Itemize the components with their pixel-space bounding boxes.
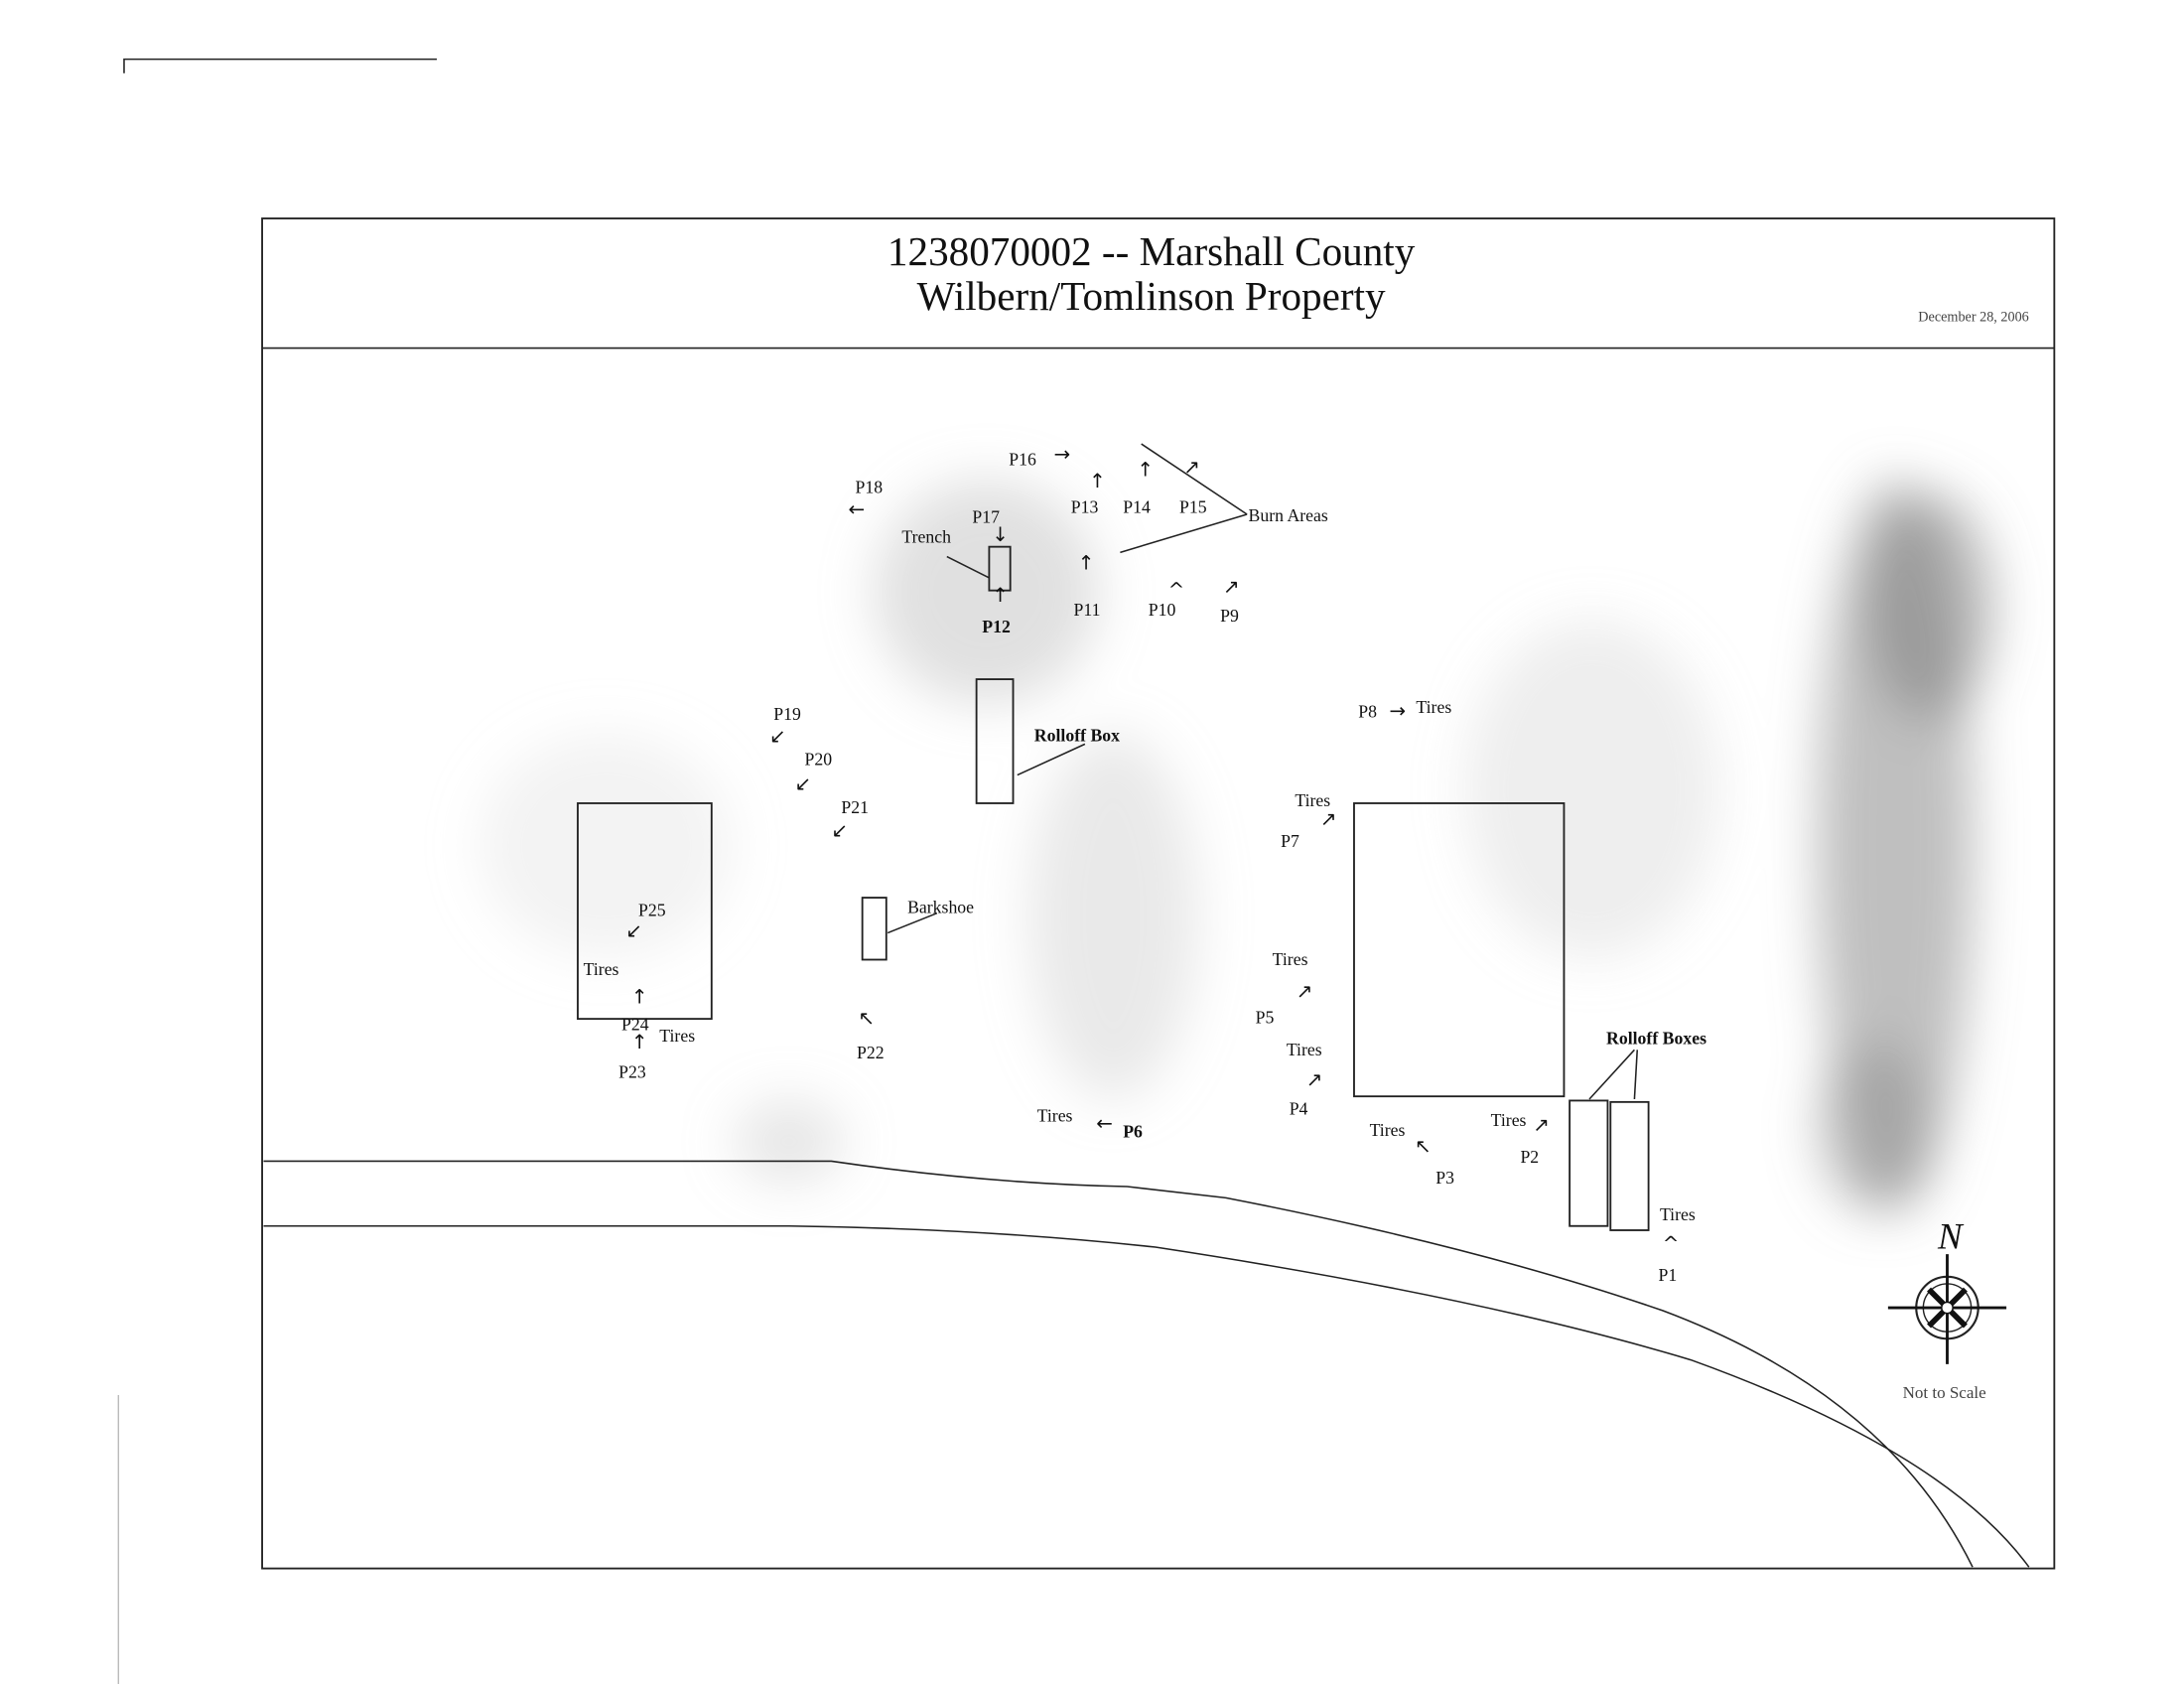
rolloff-boxes-leader (1633, 1050, 1639, 1100)
tires-label: Tires (1037, 1106, 1073, 1126)
north-label: N (1937, 1215, 1965, 1256)
arrow-up-right-icon: ↗ (1223, 576, 1240, 599)
barkshoe-leader (887, 912, 938, 934)
photo-point-label: P9 (1220, 606, 1239, 626)
photo-point-label: P8 (1358, 701, 1377, 721)
arrow-left-icon: ← (848, 497, 865, 520)
photo-points: P16 → P18 ← ↑ P13 ↑ P14 P15 ↗ P17 ↓ ↑ P1… (584, 443, 1696, 1285)
tires-label: Tires (1491, 1110, 1527, 1130)
road-edge-south (263, 1224, 2030, 1568)
arrow-up-icon: ↑ (1078, 551, 1095, 574)
photo-point-label: P14 (1123, 497, 1151, 517)
arrow-up-icon: ^ (1168, 578, 1185, 601)
tires-label: Tires (1370, 1120, 1406, 1140)
rolloff-box-leader (1017, 743, 1086, 776)
photo-point-label: P16 (1009, 449, 1036, 469)
trench-outline (988, 545, 1012, 592)
arrow-down-icon: ↓ (992, 523, 1009, 546)
tires-label: Tires (1660, 1204, 1696, 1224)
arrow-left-icon: ← (1096, 1112, 1113, 1135)
photo-point-label: P7 (1281, 831, 1299, 851)
photo-point-label: P20 (804, 750, 832, 770)
photo-point-label: P12 (982, 617, 1011, 636)
map-title: 1238070002 -- Marshall County (887, 228, 1416, 274)
rolloff-boxes-leader (1588, 1049, 1635, 1100)
compass-rose-icon: N (1887, 1215, 2007, 1364)
burn-area-leader (1120, 513, 1248, 554)
arrow-up-right-icon: ↗ (1320, 808, 1337, 831)
photo-point-label: P3 (1435, 1168, 1454, 1188)
arrow-up-left-icon: ↖ (858, 1007, 875, 1030)
tires-label: Tires (1287, 1040, 1322, 1059)
tires-label: Tires (1416, 697, 1451, 717)
arrow-down-left-icon: ↙ (831, 819, 848, 842)
arrow-up-right-icon: ↗ (1533, 1114, 1550, 1137)
rolloff-box-outline (1569, 1099, 1609, 1227)
arrow-up-left-icon: ↖ (1415, 1135, 1432, 1158)
photo-point-label: P22 (857, 1043, 885, 1062)
rolloff-box-outline (975, 678, 1015, 804)
burn-area-leader (1141, 443, 1248, 515)
arrow-right-icon: → (1389, 699, 1406, 722)
arrow-down-left-icon: ↙ (795, 772, 812, 795)
tires-label: Tires (584, 959, 619, 979)
scan-corner-mark (123, 58, 438, 73)
arrow-down-left-icon: ↙ (625, 919, 642, 942)
photo-point-label: P5 (1256, 1007, 1275, 1027)
arrow-up-right-icon: ↗ (1183, 456, 1200, 479)
map-frame (261, 217, 2056, 1570)
building-east (1353, 802, 1566, 1098)
road-edge-north (263, 1160, 1974, 1568)
rolloff-box-outline (1609, 1100, 1650, 1231)
tires-label: Tires (1273, 949, 1308, 969)
photo-point-label: P15 (1179, 497, 1207, 517)
photo-point-label: P11 (1074, 600, 1101, 620)
tires-label: Tires (1295, 790, 1330, 810)
trench-leader (946, 555, 990, 579)
arrow-up-icon: ↑ (992, 584, 1009, 607)
scale-note: Not to Scale (1903, 1383, 1986, 1402)
terrain-shading (478, 479, 1994, 1212)
photo-point-label: P24 (621, 1014, 649, 1034)
photo-point-label: P25 (638, 901, 666, 920)
photo-point-label: P13 (1071, 497, 1099, 517)
arrow-up-icon: ↑ (631, 1031, 648, 1053)
tires-label: Tires (659, 1026, 695, 1046)
barkshoe-outline (861, 897, 887, 961)
rolloff-boxes-label: Rolloff Boxes (1606, 1029, 1706, 1049)
burn-areas-label: Burn Areas (1249, 505, 1328, 525)
photo-point-label: P18 (856, 478, 884, 497)
barkshoe-label: Barkshoe (907, 898, 974, 917)
photo-point-label: P1 (1659, 1265, 1678, 1285)
arrow-up-icon: ^ (1663, 1232, 1680, 1255)
photo-point-label: P2 (1520, 1147, 1539, 1167)
arrow-down-left-icon: ↙ (769, 725, 786, 748)
photo-point-label: P10 (1149, 600, 1176, 620)
arrow-up-icon: ↑ (1089, 470, 1106, 492)
map-subtitle: Wilbern/Tomlinson Property (917, 273, 1386, 319)
photo-point-label: P23 (618, 1062, 646, 1082)
arrow-right-icon: → (1054, 443, 1071, 466)
photo-point-label: P6 (1123, 1121, 1143, 1141)
arrow-up-icon: ↑ (1137, 459, 1154, 482)
photo-point-label: P17 (972, 507, 1000, 527)
arrow-up-right-icon: ↗ (1297, 980, 1313, 1003)
rolloff-box-label: Rolloff Box (1034, 726, 1120, 746)
map-date: December 28, 2006 (1918, 310, 2029, 326)
photo-point-label: P19 (773, 704, 801, 724)
arrow-up-icon: ↑ (631, 986, 648, 1009)
photo-point-label: P21 (841, 797, 869, 817)
trench-label: Trench (901, 526, 951, 546)
building-west (577, 802, 713, 1021)
arrow-up-right-icon: ↗ (1306, 1068, 1323, 1091)
photo-point-label: P4 (1290, 1099, 1308, 1119)
